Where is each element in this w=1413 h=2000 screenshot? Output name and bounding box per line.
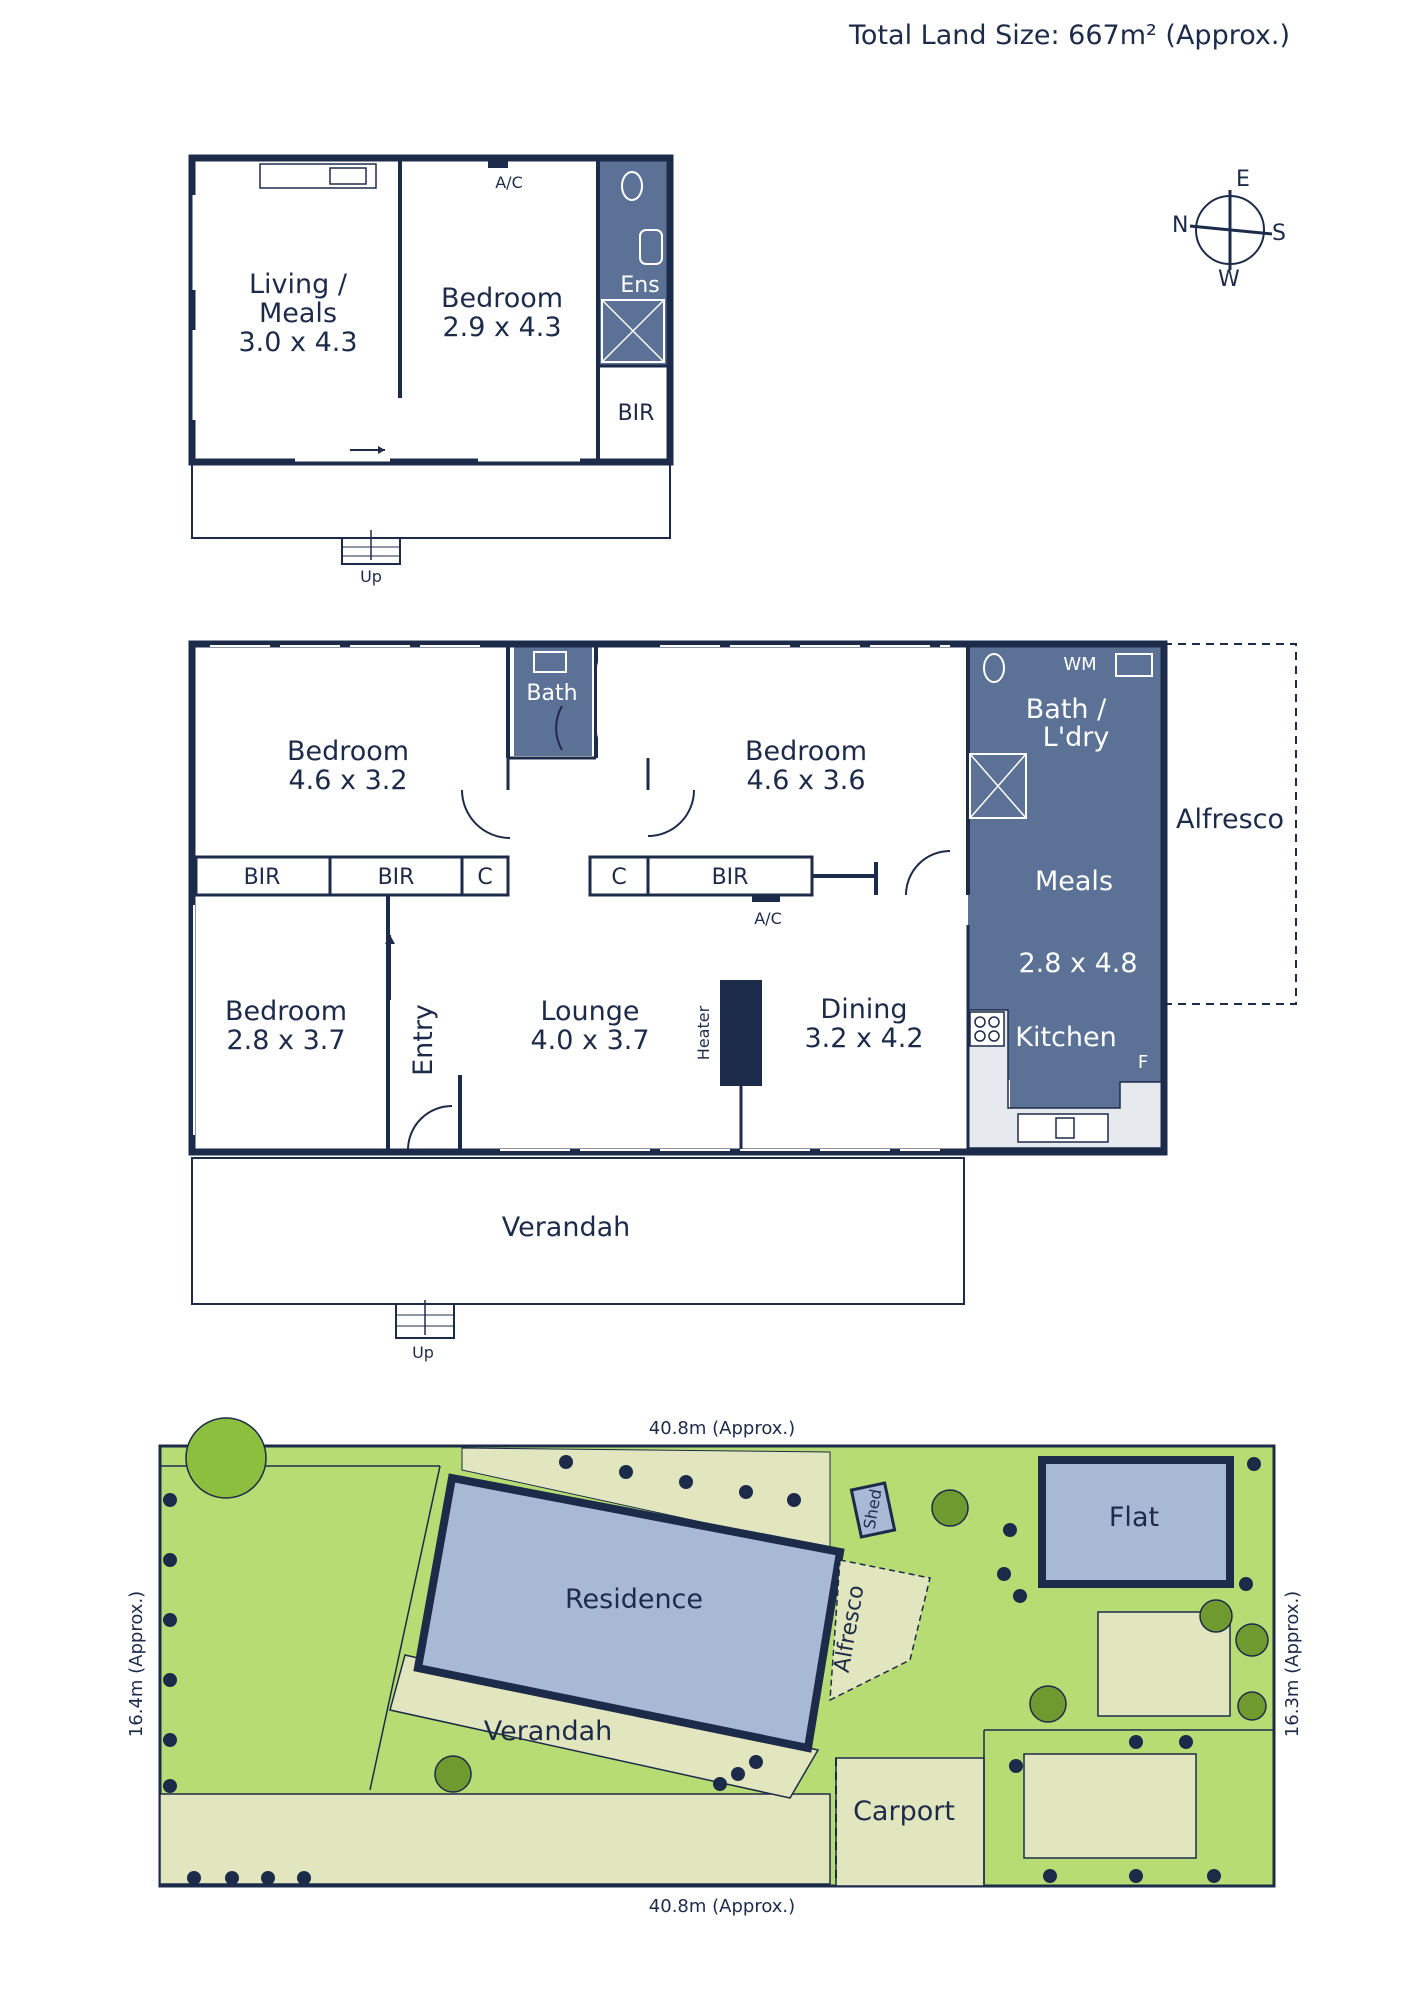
tree-icon (1029, 1685, 1067, 1723)
flat-bedroom-name: Bedroom (441, 283, 563, 314)
lounge-dims: 4.0 x 3.7 (530, 1025, 649, 1056)
site-carport-label: Carport (853, 1796, 955, 1827)
tree-icon (434, 1755, 472, 1793)
bathtub-icon (597, 651, 641, 749)
tree-icon (1235, 1623, 1269, 1657)
site-alfresco (829, 1559, 931, 1702)
site-top-dim: 40.8m (Approx.) (649, 1418, 795, 1439)
meals-dims: 2.8 x 4.8 (1018, 948, 1137, 979)
compass-icon: E S W N (1172, 167, 1286, 292)
bir-b-label: BIR (378, 865, 415, 890)
total-land-size: Total Land Size: 667m² (Approx.) (848, 20, 1290, 51)
basin-icon (639, 229, 663, 265)
verandah-label: Verandah (502, 1212, 631, 1243)
toilet-icon (983, 653, 1005, 683)
bedroom3-name: Bedroom (225, 996, 347, 1027)
heater-icon (720, 980, 762, 1086)
tree-icon (185, 1417, 267, 1499)
flat-outer-wall (188, 154, 674, 466)
flat-living-name: Living / (249, 269, 348, 300)
bath-basin-icon (533, 651, 567, 673)
flat-bedroom-dims: 2.9 x 4.3 (442, 312, 561, 343)
compass-east: E (1236, 167, 1250, 192)
flat-up-label: Up (360, 567, 382, 586)
flat-living-dims: 3.0 x 4.3 (238, 327, 357, 358)
main-ac-label: A/C (754, 909, 782, 928)
bedroom1-name: Bedroom (287, 736, 409, 767)
toilet-icon (621, 171, 643, 201)
bath-ldry-name: Bath / (1026, 694, 1107, 725)
verandah-area (191, 1157, 965, 1305)
bedroom3-dims: 2.8 x 3.7 (226, 1025, 345, 1056)
tree-icon (1199, 1599, 1233, 1633)
site-right-dim: 16.3m (Approx.) (1282, 1591, 1303, 1737)
compass-north: N (1172, 213, 1188, 238)
residence-building (413, 1473, 845, 1753)
bath-ldry-name2: L'dry (1043, 722, 1110, 753)
shed-building (849, 1481, 897, 1539)
flat-ac-label: A/C (495, 173, 523, 192)
site-verandah-label: Verandah (484, 1716, 613, 1747)
shower-icon (969, 753, 1027, 819)
site-plan: 40.8m (Approx.) 40.8m (Approx.) 16.4m (A… (126, 1417, 1303, 1917)
dining-dims: 3.2 x 4.2 (804, 1023, 923, 1054)
bedroom1-dims: 4.6 x 3.2 (288, 765, 407, 796)
site-flat-label: Flat (1109, 1502, 1159, 1533)
flat-bir-label: BIR (618, 401, 655, 426)
bath-area (514, 646, 592, 756)
site-left-dim: 16.4m (Approx.) (126, 1591, 147, 1737)
trough-icon (1115, 653, 1153, 677)
compass-south: S (1272, 221, 1286, 246)
main-up-label: Up (412, 1343, 434, 1362)
flat-building (1038, 1456, 1234, 1588)
tree-icon (1237, 1691, 1267, 1721)
flat-living-name2: Meals (259, 298, 337, 329)
heater-label: Heater (694, 1005, 713, 1060)
site-bottom-dim: 40.8m (Approx.) (649, 1896, 795, 1917)
meals-name: Meals (1035, 866, 1113, 897)
bath-label: Bath (526, 681, 577, 706)
flat-deck (191, 461, 671, 539)
entry-label: Entry (408, 1004, 439, 1076)
compass-west: W (1218, 267, 1240, 292)
bedroom2-dims: 4.6 x 3.6 (746, 765, 865, 796)
main-outer-wall (188, 640, 1168, 1156)
bedroom2-name: Bedroom (745, 736, 867, 767)
carport-area (835, 1757, 985, 1887)
c-b-label: C (611, 865, 626, 890)
lounge-name: Lounge (540, 996, 639, 1027)
main-floor-plan: Up Bedroom 4.6 x 3.2 Bath Bedroom 4.6 x … (188, 640, 1297, 1362)
bir-c-label: BIR (712, 865, 749, 890)
wm-label: WM (1063, 654, 1096, 675)
fridge-label: F (1138, 1052, 1148, 1073)
kitchen-label: Kitchen (1015, 1022, 1116, 1053)
sink-icon (329, 167, 367, 185)
laundry-kitchen-area (968, 646, 1164, 1146)
alfresco-label: Alfresco (1176, 804, 1284, 835)
c-a-label: C (477, 865, 492, 890)
cooktop-icon (969, 1011, 1005, 1047)
site-residence-label: Residence (565, 1584, 703, 1615)
bir-a-label: BIR (244, 865, 281, 890)
tree-icon (931, 1489, 969, 1527)
dining-name: Dining (820, 994, 907, 1025)
flat-ens-label: Ens (620, 273, 659, 298)
flat-floor-plan: A/C Up Living / Meals 3.0 x 4.3 Bedroom … (188, 154, 674, 586)
